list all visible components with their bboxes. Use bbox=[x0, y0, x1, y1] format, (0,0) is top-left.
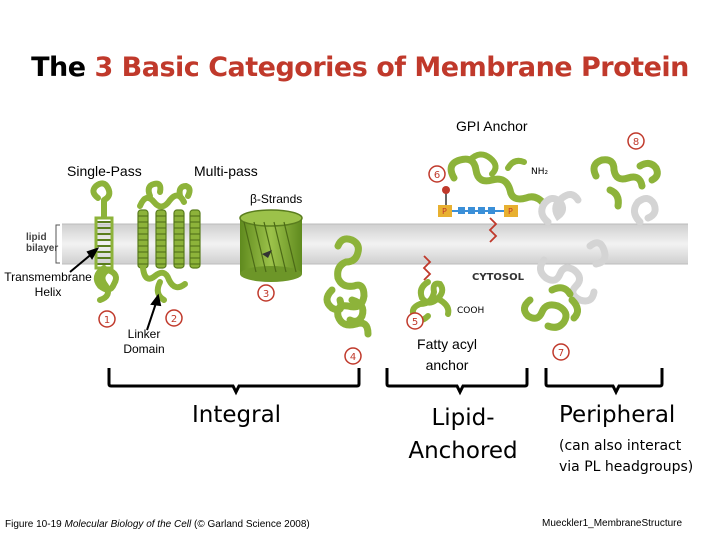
protein-2-multi-pass bbox=[137, 180, 201, 303]
bilayer-bracket bbox=[55, 224, 60, 264]
cooh-label: COOH bbox=[457, 306, 484, 316]
number-6: 6 bbox=[434, 170, 440, 181]
protein-4-amphipathic bbox=[323, 235, 372, 338]
fatty-acyl-anchor-label: Fatty acyl anchor bbox=[402, 334, 492, 376]
number-4: 4 bbox=[350, 352, 356, 363]
lipid-anchored-line2: Anchored bbox=[408, 438, 518, 464]
page-title: The 3 Basic Categories of Membrane Prote… bbox=[0, 52, 720, 83]
number-circle-8 bbox=[627, 132, 645, 150]
linker-domain-label: Linker Domain bbox=[114, 327, 174, 357]
number-circle-1 bbox=[98, 310, 116, 328]
protein-5-fatty-acyl bbox=[409, 255, 452, 323]
nh2-label: NH₂ bbox=[531, 167, 549, 177]
peripheral-note: (can also interact via PL headgroups) bbox=[559, 436, 693, 478]
linker-line1: Linker bbox=[127, 327, 161, 341]
fatty-line2: anchor bbox=[425, 357, 469, 373]
transmembrane-line1: Transmembrane bbox=[4, 270, 92, 284]
peripheral-note-line2: via PL headgroups) bbox=[559, 459, 694, 475]
fatty-line1: Fatty acyl bbox=[417, 336, 477, 352]
pointer-arrows bbox=[69, 247, 162, 331]
transmembrane-helix-label: Transmembrane Helix bbox=[0, 270, 96, 300]
protein-6-gpi-anchor bbox=[438, 151, 548, 243]
number-circle-7 bbox=[552, 343, 570, 361]
number-2: 2 bbox=[171, 314, 177, 325]
title-part1: The bbox=[31, 52, 86, 83]
transmembrane-line2: Helix bbox=[34, 285, 62, 299]
number-circle-2 bbox=[165, 309, 183, 327]
p-left-label: P bbox=[442, 207, 447, 216]
category-lipid-anchored: Lipid- Anchored bbox=[395, 402, 531, 468]
number-8: 8 bbox=[633, 137, 639, 148]
lipid-bilayer-label: lipid bilayer bbox=[26, 232, 59, 254]
number-7: 7 bbox=[558, 348, 564, 359]
single-pass-label: Single-Pass bbox=[67, 163, 142, 179]
figure-citation: Figure 10-19 Molecular Biology of the Ce… bbox=[5, 519, 310, 530]
slide-credit: Mueckler1_MembraneStructure bbox=[542, 518, 683, 529]
number-1: 1 bbox=[104, 315, 110, 326]
beta-strands-label: β-Strands bbox=[250, 192, 303, 206]
multi-pass-label: Multi-pass bbox=[194, 163, 258, 179]
number-circle-6 bbox=[428, 165, 446, 183]
number-3: 3 bbox=[263, 289, 269, 300]
number-5: 5 bbox=[412, 317, 418, 328]
number-circles bbox=[98, 132, 645, 365]
p-right-label: P bbox=[508, 207, 513, 216]
cytosol-label: CYTOSOL bbox=[472, 272, 525, 283]
peripheral-note-line1: (can also interact bbox=[559, 438, 682, 454]
category-integral: Integral bbox=[192, 402, 282, 428]
protein-3-beta-barrel bbox=[239, 209, 303, 282]
bracket-peripheral bbox=[544, 368, 664, 396]
number-circle-4 bbox=[344, 347, 362, 365]
category-peripheral: Peripheral bbox=[559, 402, 676, 428]
title-part2: 3 Basic Categories of Membrane Protein bbox=[94, 52, 690, 83]
protein-8-peripheral bbox=[538, 156, 661, 226]
category-brackets bbox=[107, 368, 664, 396]
citation-book: Molecular Biology of the Cell bbox=[64, 519, 192, 530]
number-circle-3 bbox=[257, 284, 275, 302]
citation-suffix: (© Garland Science 2008) bbox=[191, 519, 310, 530]
number-circle-5 bbox=[406, 312, 424, 330]
bracket-integral bbox=[107, 368, 361, 396]
protein-1-single-pass bbox=[90, 180, 119, 303]
citation-prefix: Figure 10-19 bbox=[5, 519, 65, 530]
bracket-lipid-anchored bbox=[385, 368, 529, 396]
gpi-anchor-label: GPI Anchor bbox=[456, 118, 528, 134]
lipid-anchored-line1: Lipid- bbox=[431, 405, 495, 431]
protein-7-peripheral bbox=[521, 239, 609, 331]
linker-line2: Domain bbox=[123, 342, 165, 356]
